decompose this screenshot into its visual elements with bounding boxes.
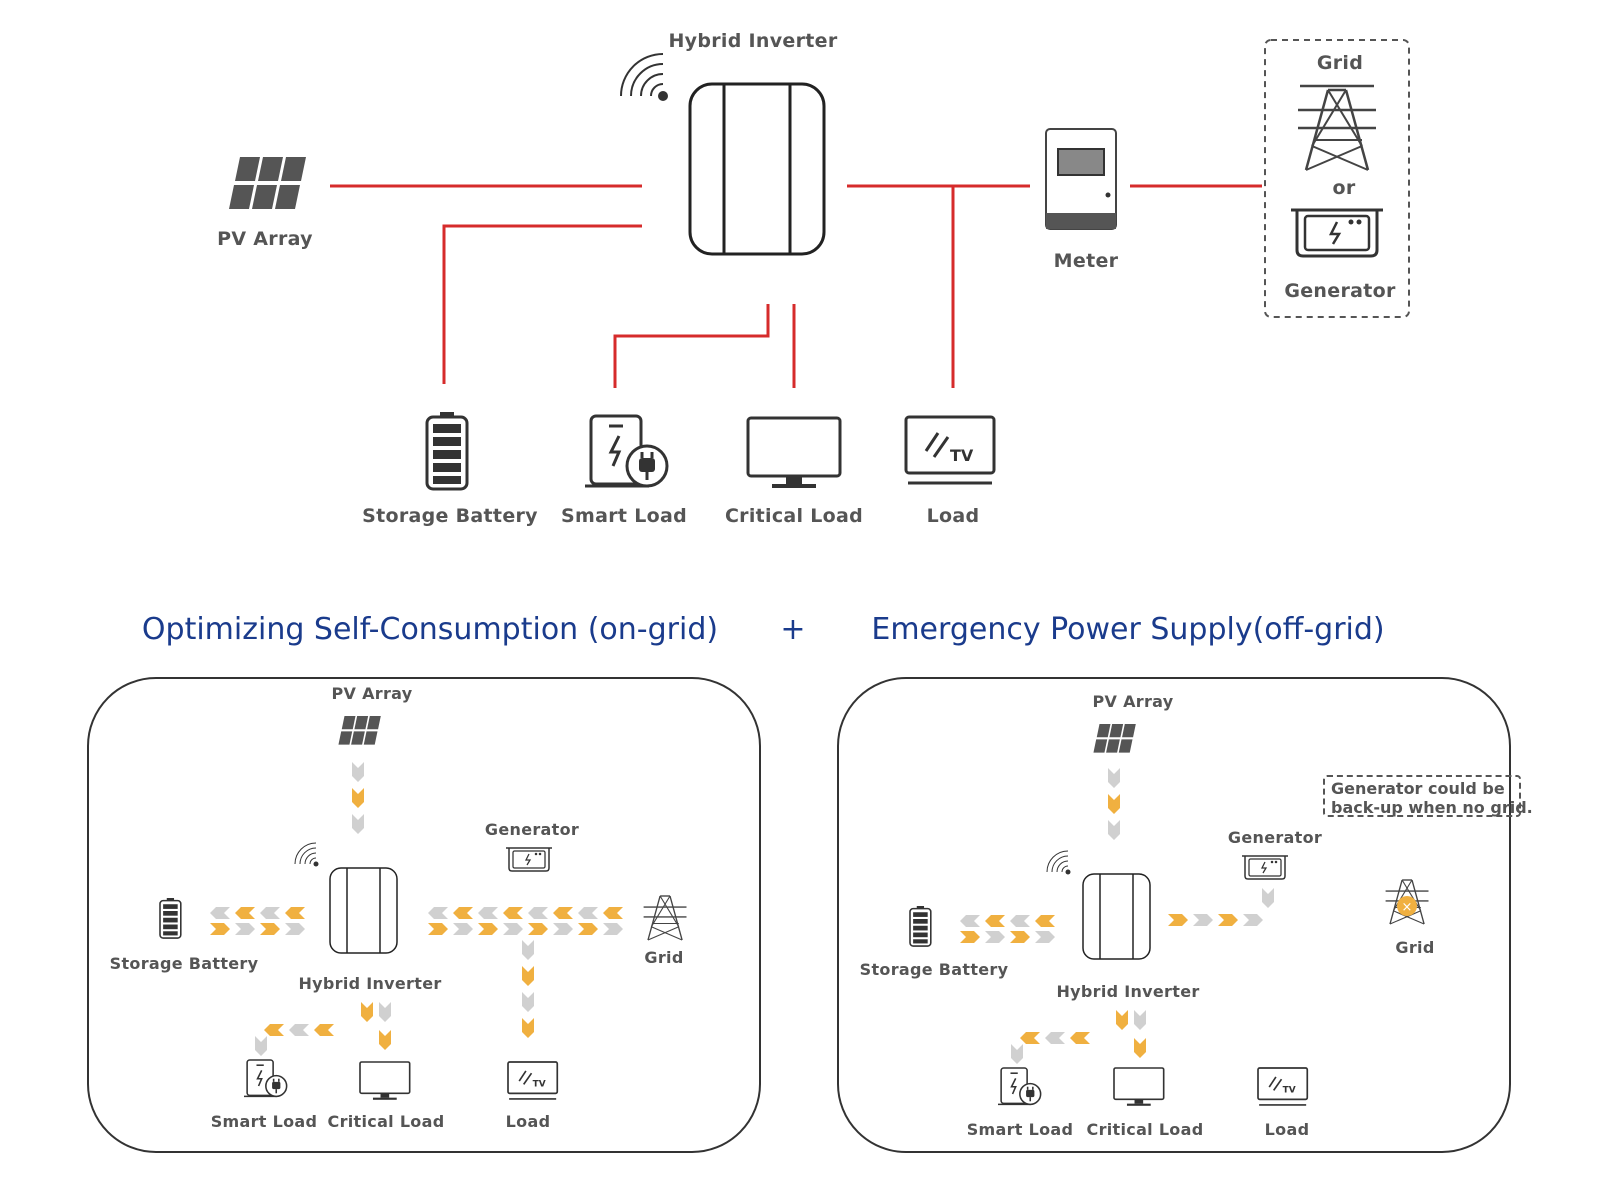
top-red-lines bbox=[330, 184, 1262, 388]
pv-array-label: PV Array bbox=[1092, 692, 1174, 711]
pv-flow-arrows bbox=[352, 762, 364, 834]
critical-load-icon bbox=[746, 416, 842, 490]
inverter-to-loads-arrows bbox=[1011, 1010, 1146, 1064]
generator-flow-arrows bbox=[1168, 888, 1274, 926]
hybrid-inverter-label: Hybrid Inverter bbox=[298, 974, 442, 993]
meter-icon bbox=[1045, 128, 1117, 230]
pv-array-icon bbox=[229, 157, 306, 209]
on-grid-panel bbox=[87, 677, 761, 1153]
grid-label: Grid bbox=[644, 948, 684, 967]
wifi-icon bbox=[294, 842, 319, 867]
pv-array-icon bbox=[1093, 724, 1136, 753]
generator-label: Generator bbox=[484, 820, 580, 839]
hybrid-inverter-icon bbox=[1082, 873, 1151, 960]
meter-label: Meter bbox=[1053, 250, 1119, 272]
load-label: Load bbox=[1264, 1120, 1310, 1139]
storage-battery-label: Storage Battery bbox=[859, 960, 1009, 979]
pv-array-label: PV Array bbox=[217, 228, 313, 250]
battery-flow-arrows bbox=[960, 915, 1055, 943]
critical-load-label: Critical Load bbox=[724, 505, 864, 527]
off-grid-panel bbox=[837, 677, 1511, 1153]
pv-array-icon bbox=[338, 716, 381, 745]
plus-sign: + bbox=[780, 612, 806, 647]
wifi-icon bbox=[1046, 850, 1071, 875]
wifi-icon bbox=[620, 53, 669, 102]
critical-load-label: Critical Load bbox=[327, 1112, 445, 1131]
hybrid-inverter-label: Hybrid Inverter bbox=[1056, 982, 1200, 1001]
storage-battery-icon bbox=[909, 905, 932, 947]
generator-label: Generator bbox=[1284, 280, 1396, 302]
grid-offline-icon bbox=[1397, 896, 1417, 916]
note-line-1: Generator could be bbox=[1331, 779, 1505, 798]
load-tv-icon bbox=[507, 1061, 559, 1100]
pv-array-label: PV Array bbox=[331, 684, 413, 703]
smart-load-label: Smart Load bbox=[210, 1112, 318, 1131]
critical-load-icon bbox=[1113, 1067, 1165, 1107]
pv-flow-arrows bbox=[1108, 768, 1120, 840]
load-tv-icon bbox=[904, 415, 996, 485]
grid-label: Grid bbox=[1395, 938, 1435, 957]
grid-tower-icon bbox=[1296, 88, 1378, 172]
generator-backup-note: Generator could be back-up when no grid. bbox=[1323, 775, 1533, 817]
smart-load-icon bbox=[243, 1059, 288, 1098]
smart-load-label: Smart Load bbox=[561, 505, 687, 527]
load-tv-icon bbox=[1257, 1067, 1309, 1106]
grid-tower-icon bbox=[642, 895, 688, 941]
hybrid-inverter-label: Hybrid Inverter bbox=[668, 30, 838, 52]
on-grid-heading: Optimizing Self-Consumption (on-grid) bbox=[141, 612, 719, 647]
generator-icon bbox=[505, 847, 553, 872]
off-grid-heading: Emergency Power Supply(off-grid) bbox=[871, 612, 1385, 647]
grid-flow-arrows bbox=[428, 907, 623, 935]
load-label: Load bbox=[926, 505, 980, 527]
storage-battery-icon bbox=[425, 410, 469, 491]
load-flow-arrows bbox=[522, 940, 534, 1038]
note-line-2: back-up when no grid. bbox=[1331, 798, 1533, 817]
storage-battery-label: Storage Battery bbox=[109, 954, 259, 973]
generator-icon bbox=[1289, 208, 1385, 258]
smart-load-label: Smart Load bbox=[966, 1120, 1074, 1139]
storage-battery-icon bbox=[159, 897, 182, 939]
grid-or-generator-box bbox=[1264, 39, 1410, 318]
smart-load-icon bbox=[997, 1067, 1042, 1106]
grid-label: Grid bbox=[1316, 52, 1364, 74]
inverter-to-loads-arrows bbox=[255, 1002, 391, 1056]
battery-flow-arrows bbox=[210, 907, 305, 935]
generator-label: Generator bbox=[1227, 828, 1323, 847]
or-label: or bbox=[1332, 177, 1356, 199]
svg-text:×: × bbox=[1402, 900, 1413, 915]
load-label: Load bbox=[505, 1112, 551, 1131]
storage-battery-label: Storage Battery bbox=[362, 505, 538, 527]
generator-icon bbox=[1241, 855, 1289, 880]
hybrid-inverter-icon bbox=[329, 867, 398, 954]
hybrid-inverter-icon bbox=[688, 82, 826, 256]
critical-load-icon bbox=[359, 1061, 411, 1101]
critical-load-label: Critical Load bbox=[1086, 1120, 1204, 1139]
smart-load-icon bbox=[583, 414, 669, 488]
